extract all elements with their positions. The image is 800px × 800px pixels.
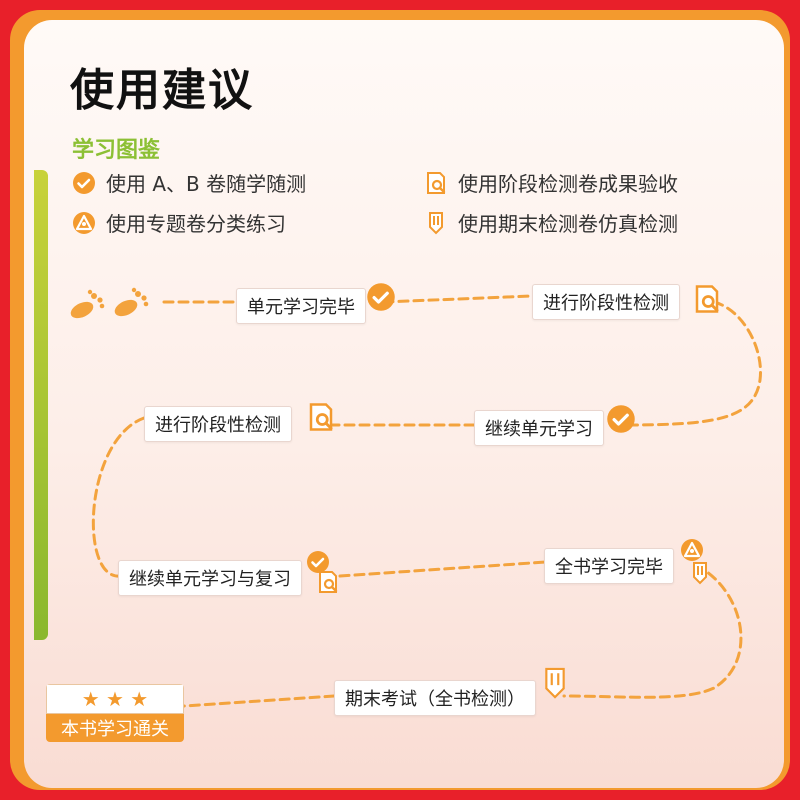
- legend-label: 使用期末检测卷仿真检测: [458, 212, 678, 236]
- step-stage-test-2: 进行阶段性检测: [144, 406, 292, 442]
- step-book-complete: 全书学习完毕: [544, 548, 674, 584]
- doc-search-icon: [427, 171, 446, 194]
- step-unit-complete: 单元学习完毕: [236, 288, 366, 324]
- pencil-badge-icon: [545, 667, 565, 699]
- step-continue-unit: 继续单元学习: [474, 410, 604, 446]
- legend-title: 学习图鉴: [72, 138, 161, 163]
- legend-item-ab: 使用 A、B 卷随学随测: [72, 168, 306, 197]
- finish-stars: ★ ★ ★: [46, 684, 184, 714]
- finish-label: 本书学习通关: [46, 714, 184, 742]
- content-card: 使用建议 学习图鉴 使用 A、B 卷随学随测 使用阶段检测卷成果验收 使用专题卷…: [24, 20, 784, 788]
- footprints-icon: [70, 287, 149, 319]
- triangle-a-icon: [681, 539, 703, 561]
- step-stage-test-1: 进行阶段性检测: [532, 284, 680, 320]
- legend-label: 使用阶段检测卷成果验收: [458, 172, 678, 196]
- route-path: [91, 294, 763, 708]
- check-circle-icon: [73, 171, 95, 194]
- left-accent-bar: [34, 170, 48, 640]
- doc-search-icon: [695, 285, 719, 313]
- legend-item-final: 使用期末检测卷仿真检测: [424, 208, 678, 237]
- check-circle-icon: [607, 405, 635, 433]
- page-title: 使用建议: [70, 65, 254, 116]
- legend-label: 使用 A、B 卷随学随测: [106, 172, 307, 196]
- check-circle-icon: [307, 551, 329, 573]
- legend-item-topic: 使用专题卷分类练习: [72, 208, 286, 237]
- finish-badge: ★ ★ ★ 本书学习通关: [46, 684, 184, 742]
- check-circle-icon: [367, 283, 395, 311]
- step-final-exam: 期末考试（全书检测）: [334, 680, 536, 716]
- pencil-badge-icon: [429, 211, 443, 234]
- legend-item-stage: 使用阶段检测卷成果验收: [424, 168, 678, 197]
- legend-label: 使用专题卷分类练习: [106, 212, 286, 236]
- triangle-a-icon: [73, 211, 95, 234]
- doc-search-icon: [309, 403, 333, 431]
- pencil-badge-icon: [693, 562, 707, 585]
- doc-search-icon: [319, 571, 338, 593]
- step-continue-review: 继续单元学习与复习: [118, 560, 302, 596]
